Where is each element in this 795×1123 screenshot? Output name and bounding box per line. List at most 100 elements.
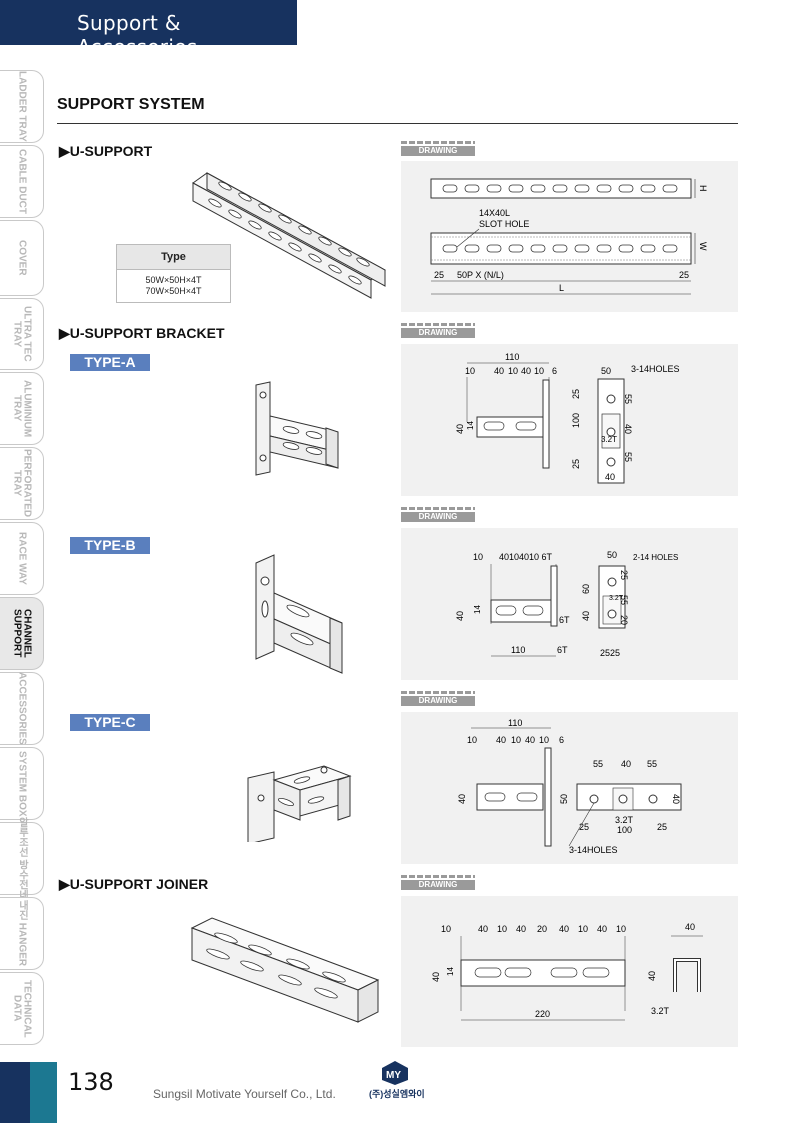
svg-text:14: 14 — [446, 967, 455, 976]
svg-text:2-14 HOLES: 2-14 HOLES — [633, 553, 678, 562]
slot-hole: SLOT HOLE — [479, 219, 529, 229]
tab-accessories[interactable]: ACCESSORIES — [0, 672, 44, 745]
tab-cable-duct[interactable]: CABLE DUCT — [0, 145, 44, 218]
dim-right: 25 — [679, 270, 689, 280]
svg-text:10: 10 — [534, 366, 544, 376]
svg-text:6T: 6T — [559, 615, 570, 625]
drawing-label: DRAWING — [401, 691, 475, 706]
svg-text:40: 40 — [559, 924, 569, 934]
svg-text:2525: 2525 — [600, 648, 620, 658]
logo-letters: MY — [386, 1070, 401, 1081]
tab-label: 알루조선 방수전네 — [16, 817, 28, 900]
svg-text:55: 55 — [647, 759, 657, 769]
company-logo: MY — [382, 1061, 408, 1085]
type-table-header: Type — [117, 245, 230, 270]
svg-text:40: 40 — [621, 759, 631, 769]
svg-text:14: 14 — [466, 421, 475, 430]
tab-label: RACE WAY — [16, 532, 28, 585]
svg-text:10: 10 — [497, 924, 507, 934]
svg-text:10: 10 — [578, 924, 588, 934]
dim: 110 — [505, 352, 519, 362]
svg-text:110: 110 — [511, 645, 525, 655]
u-support-illustration — [192, 172, 386, 299]
section-header-title: Support & Accessories — [77, 11, 198, 59]
section-u-support: ▶U-SUPPORT — [59, 143, 153, 159]
dim-left: 25 — [434, 270, 444, 280]
bracket-a-illustration — [255, 381, 339, 476]
svg-text:10: 10 — [511, 735, 521, 745]
dim-pitch: 50P X (N/L) — [457, 270, 504, 280]
svg-text:110: 110 — [508, 718, 522, 728]
u-support-drawing: H 14X40L SLOT HOLE W 25 50P X (N/L) 25 L — [430, 178, 708, 295]
bracket-c-illustration — [247, 765, 352, 842]
tab-label: PERFORATED TRAY — [11, 449, 33, 518]
svg-text:3.2T: 3.2T — [651, 1006, 670, 1016]
type-a-drawing: 110 10 40 10 40 10 6 40 14 50 3-14HOLES … — [455, 352, 680, 484]
svg-text:40: 40 — [455, 611, 465, 621]
joiner-drawing: 10 40 10 40 20 40 10 40 10 40 14 220 40 … — [431, 922, 703, 1021]
svg-text:40: 40 — [478, 924, 488, 934]
page-number: 138 — [68, 1068, 114, 1096]
tab-ultra-tec-tray[interactable]: ULTRA TEC TRAY — [0, 298, 44, 370]
tab-race-way[interactable]: RACE WAY — [0, 522, 44, 595]
svg-text:55: 55 — [623, 394, 633, 404]
svg-text:40: 40 — [496, 735, 506, 745]
svg-text:25: 25 — [571, 389, 581, 399]
company-name: Sungsil Motivate Yourself Co., Ltd. — [153, 1087, 336, 1101]
tab-korean-item[interactable]: 알루조선 방수전네 — [0, 817, 44, 900]
drawing-type-b: 10 40104010 6T 40 14 6T 110 6T 50 2-14 H… — [401, 528, 738, 680]
type-table: Type 50W×50H×4T 70W×50H×4T — [116, 244, 231, 303]
svg-text:40: 40 — [431, 972, 441, 982]
footer-bar — [0, 1062, 30, 1123]
tab-label: TECHNICAL DATA — [11, 979, 33, 1038]
tab-channel-support[interactable]: CHANNEL SUPPORT — [0, 597, 44, 670]
drawing-label: DRAWING — [401, 507, 475, 522]
section-joiner: ▶U-SUPPORT JOINER — [59, 876, 209, 892]
svg-text:40: 40 — [647, 971, 657, 981]
svg-text:100: 100 — [571, 413, 581, 428]
svg-text:6T: 6T — [557, 645, 568, 655]
tab-label: ACCESSORIES — [16, 672, 28, 745]
svg-text:50: 50 — [607, 550, 617, 560]
svg-text:60: 60 — [581, 584, 591, 594]
svg-text:50: 50 — [559, 794, 569, 804]
svg-text:10: 10 — [473, 552, 483, 562]
svg-text:14: 14 — [473, 605, 482, 614]
svg-text:55: 55 — [593, 759, 603, 769]
tab-label: CHANNEL SUPPORT — [11, 609, 33, 658]
svg-text:40: 40 — [623, 424, 633, 434]
svg-text:40: 40 — [516, 924, 526, 934]
bracket-b-illustration — [255, 554, 343, 674]
joiner-illustration — [190, 917, 380, 1023]
type-c-drawing: 110 10 40 10 40 10 6 40 55 40 55 50 40 3… — [457, 718, 682, 855]
svg-text:10: 10 — [539, 735, 549, 745]
dim-w: W — [698, 242, 708, 251]
tab-perforated-tray[interactable]: PERFORATED TRAY — [0, 447, 44, 520]
slot-size: 14X40L — [479, 208, 510, 218]
tab-system-box[interactable]: SYSTEM BOX — [0, 747, 44, 820]
svg-text:40: 40 — [605, 472, 615, 482]
section-bracket: ▶U-SUPPORT BRACKET — [59, 325, 225, 341]
drawing-label: DRAWING — [401, 323, 475, 338]
svg-text:55: 55 — [619, 595, 629, 605]
tab-label: CABLE DUCT — [16, 149, 28, 214]
tab-ladder-tray[interactable]: LADDER TRAY — [0, 70, 44, 143]
tab-hanger[interactable]: 내진 HANGER — [0, 897, 44, 970]
drawing-u-support: H 14X40L SLOT HOLE W 25 50P X (N/L) 25 L — [401, 161, 738, 312]
drawing-type-c: 110 10 40 10 40 10 6 40 55 40 55 50 40 3… — [401, 712, 738, 864]
type-b-label: TYPE-B — [70, 537, 150, 554]
svg-text:40: 40 — [494, 366, 504, 376]
tab-label: ULTRA TEC TRAY — [11, 306, 33, 362]
tab-technical-data[interactable]: TECHNICAL DATA — [0, 972, 44, 1045]
svg-text:25: 25 — [579, 822, 589, 832]
svg-text:20: 20 — [537, 924, 547, 934]
footer-bar-accent — [30, 1062, 57, 1123]
drawing-type-a: 110 10 40 10 40 10 6 40 14 50 3-14HOLES … — [401, 344, 738, 496]
svg-text:3.2T: 3.2T — [615, 815, 634, 825]
tab-cover[interactable]: COVER — [0, 220, 44, 296]
svg-text:40: 40 — [525, 735, 535, 745]
drawing-label: DRAWING — [401, 141, 475, 156]
tab-label: ALUMINIUM TRAY — [11, 379, 33, 438]
svg-text:6: 6 — [559, 735, 564, 745]
tab-aluminium-tray[interactable]: ALUMINIUM TRAY — [0, 372, 44, 445]
